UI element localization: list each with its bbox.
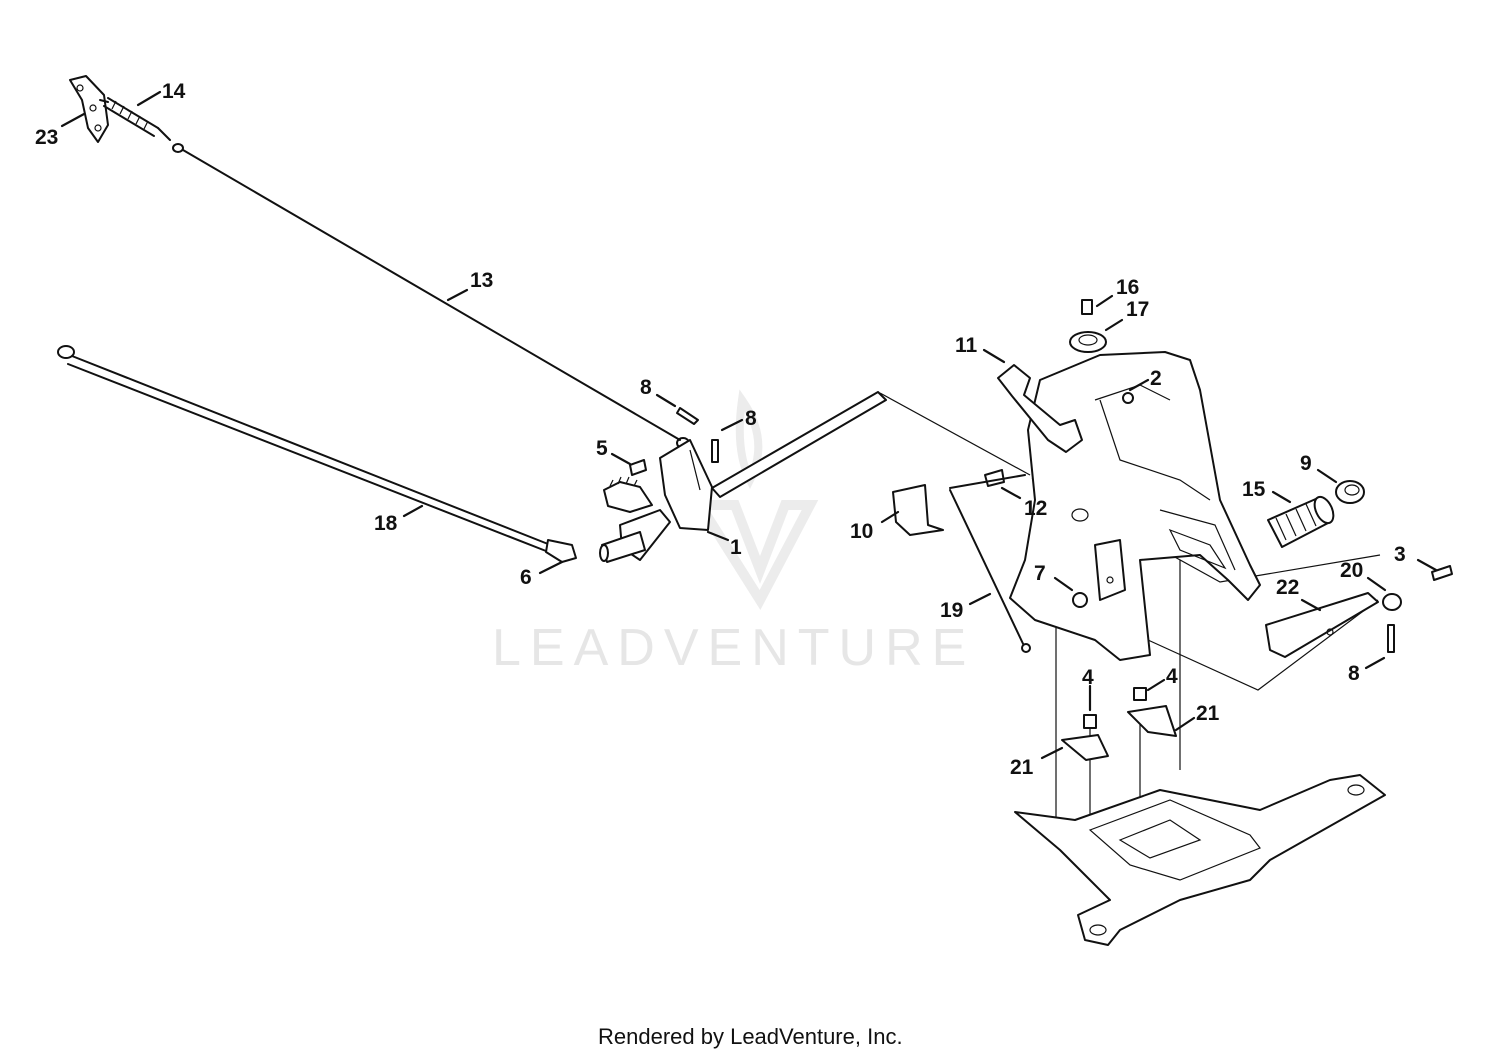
part-4-screws <box>1083 687 1147 729</box>
base-frame <box>1014 774 1386 946</box>
part-19-rod <box>949 474 1031 653</box>
callout-10: 10 <box>850 520 873 543</box>
callout-3: 3 <box>1394 543 1406 566</box>
part-11-lever <box>997 364 1083 453</box>
callout-9: 9 <box>1300 452 1312 475</box>
watermark-text: LEADVENTURE <box>492 619 975 677</box>
part-13-cable <box>172 143 690 449</box>
part-18-rod <box>57 345 577 563</box>
callout-4-left: 4 <box>1082 666 1094 689</box>
main-bracket-plate <box>1009 351 1261 661</box>
callout-23: 23 <box>35 126 58 149</box>
part-8-bolts <box>676 407 1395 653</box>
callout-15: 15 <box>1242 478 1266 501</box>
callout-5: 5 <box>596 437 608 460</box>
callout-2: 2 <box>1150 367 1162 390</box>
callout-13: 13 <box>470 269 493 292</box>
callout-6: 6 <box>520 566 532 589</box>
callout-labels: 14 23 13 8 8 5 1 18 6 16 17 11 2 9 15 12… <box>35 80 1406 779</box>
part-14-spring <box>99 97 171 141</box>
watermark: LEADVENTURE <box>492 389 975 677</box>
part-9-cap <box>1335 480 1365 504</box>
callout-4-right: 4 <box>1166 665 1178 688</box>
part-7-nut <box>1072 592 1088 608</box>
callout-8-top: 8 <box>640 376 652 399</box>
callout-14: 14 <box>162 80 186 103</box>
footer-credit: Rendered by LeadVenture, Inc. <box>598 1024 903 1049</box>
callout-19: 19 <box>940 599 963 622</box>
part-21-clips <box>1061 705 1177 761</box>
part-10-block <box>892 484 944 536</box>
reference-lines <box>879 392 1381 830</box>
part-22-plate <box>1265 592 1379 658</box>
callout-8-bottom: 8 <box>1348 662 1360 685</box>
callout-leaders <box>60 90 1438 760</box>
callout-12: 12 <box>1024 497 1047 520</box>
callout-21-left: 21 <box>1010 756 1034 779</box>
callout-17: 17 <box>1126 298 1149 321</box>
callout-11: 11 <box>955 334 978 357</box>
callout-22: 22 <box>1276 576 1299 599</box>
callout-1: 1 <box>730 536 742 559</box>
callout-7: 7 <box>1034 562 1046 585</box>
part-3-bolt <box>1431 565 1453 581</box>
callout-18: 18 <box>374 512 398 535</box>
callout-8-right: 8 <box>745 407 757 430</box>
part-17-grommet <box>1069 331 1107 353</box>
part-1-shift-assembly <box>599 391 887 563</box>
part-15-pedal-pad <box>1267 495 1335 548</box>
part-12-clip <box>984 469 1005 487</box>
part-16-screw <box>1081 299 1093 315</box>
part-20-washer <box>1382 593 1402 611</box>
callout-21-right: 21 <box>1196 702 1220 725</box>
callout-20: 20 <box>1340 559 1363 582</box>
callout-16: 16 <box>1116 276 1139 299</box>
part-23-bracket <box>69 75 109 143</box>
part-2-nut <box>1122 392 1134 404</box>
